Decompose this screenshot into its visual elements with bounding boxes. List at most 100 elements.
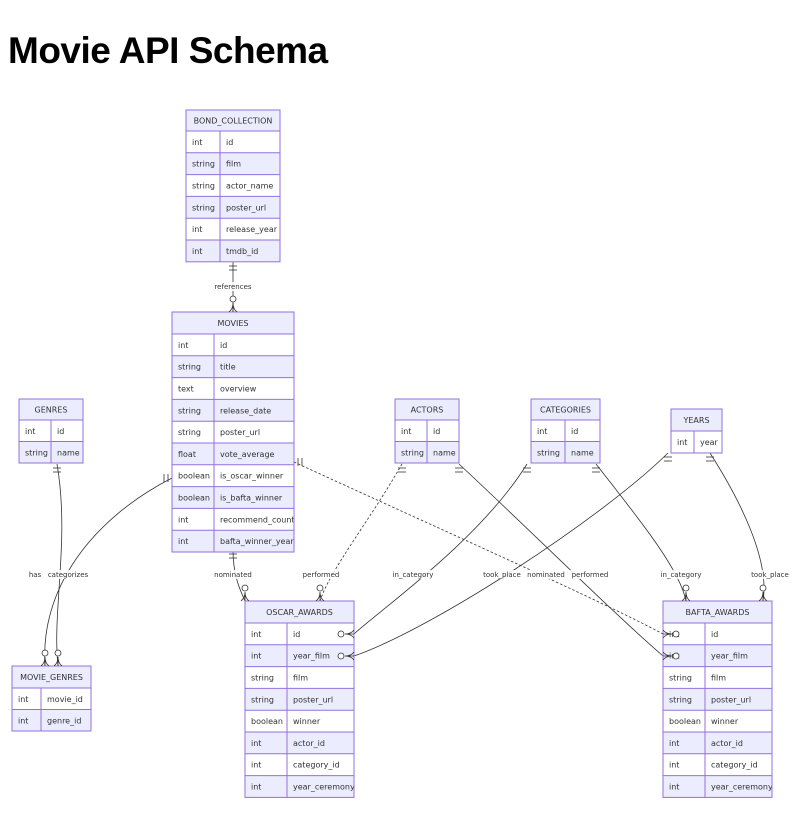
attribute-type: int bbox=[251, 630, 261, 639]
relationship-layer bbox=[44, 262, 765, 667]
attribute-type: int bbox=[251, 652, 261, 661]
attribute-row bbox=[663, 710, 772, 732]
cardinality-bond-collection-to-movies bbox=[228, 265, 238, 313]
attribute-name: film bbox=[226, 160, 241, 169]
relationship-label-text: in_category bbox=[393, 571, 434, 579]
cardinality-movies-to-bafta-awards bbox=[297, 458, 680, 639]
relationship-label-years-to-oscar-awards: took_place bbox=[479, 570, 525, 579]
attribute-name: release_date bbox=[220, 406, 271, 415]
attribute-name: id bbox=[433, 427, 440, 436]
attribute-type: string bbox=[25, 448, 48, 457]
attribute-row bbox=[663, 644, 772, 667]
relationship-label-text: in_category bbox=[661, 571, 702, 579]
attribute-row bbox=[671, 431, 722, 453]
entity-title: BAFTA_AWARDS bbox=[686, 608, 750, 617]
relationship-label-movies-to-bafta-awards: nominated bbox=[525, 570, 567, 579]
attribute-name: category_id bbox=[293, 761, 340, 770]
relationship-line-categories-to-bafta-awards bbox=[595, 463, 687, 602]
entity-border bbox=[244, 600, 355, 798]
attribute-type: string bbox=[192, 182, 215, 191]
attribute-type: string bbox=[251, 674, 274, 683]
relationship-label-text: performed bbox=[572, 571, 609, 579]
attribute-type: string bbox=[178, 406, 201, 415]
cardinality-years-to-bafta-awards bbox=[706, 456, 768, 602]
relationship-label-actors-to-bafta-awards: performed bbox=[569, 570, 611, 579]
attribute-row bbox=[245, 732, 354, 754]
attribute-type: int bbox=[401, 427, 411, 436]
attribute-type: boolean bbox=[178, 494, 210, 503]
attribute-name: id bbox=[711, 630, 718, 639]
attribute-type: string bbox=[537, 448, 560, 457]
attribute-row bbox=[172, 486, 294, 509]
attribute-type: int bbox=[669, 739, 679, 748]
attribute-type: int bbox=[192, 247, 202, 256]
entity-title: YEARS bbox=[682, 416, 709, 425]
cardinality-categories-to-bafta-awards bbox=[592, 467, 691, 602]
entity-border bbox=[394, 398, 460, 464]
attribute-name: id bbox=[57, 427, 64, 436]
attribute-name: poster_url bbox=[226, 203, 266, 212]
attribute-type: string bbox=[251, 695, 274, 704]
attribute-type: string bbox=[178, 363, 201, 372]
relationship-label-categories-to-oscar-awards: in_category bbox=[388, 570, 438, 579]
attribute-name: overview bbox=[220, 385, 257, 394]
entity-genres: int id string name GENRES bbox=[18, 398, 84, 464]
relationship-line-actors-to-bafta-awards bbox=[458, 463, 664, 657]
entity-title: BOND_COLLECTION bbox=[194, 117, 273, 126]
relationship-label-text: took_place bbox=[751, 571, 789, 579]
attribute-name: tmdb_id bbox=[226, 247, 258, 256]
attribute-row bbox=[172, 377, 294, 400]
relationship-label-actors-to-oscar-awards: performed bbox=[300, 570, 342, 579]
attribute-name: year bbox=[700, 438, 719, 447]
relationship-label-text: performed bbox=[303, 571, 340, 579]
entity-title: ACTORS bbox=[411, 406, 444, 415]
attribute-name: poster_url bbox=[220, 428, 260, 437]
cardinality-movies-to-oscar-awards bbox=[229, 553, 250, 602]
attribute-name: poster_url bbox=[293, 695, 333, 704]
attribute-row bbox=[663, 623, 772, 645]
entity-header bbox=[671, 409, 722, 431]
relationship-line-genres-to-movie-genres bbox=[56, 463, 63, 667]
attribute-row bbox=[172, 355, 294, 378]
attribute-name: title bbox=[220, 363, 236, 372]
attribute-name: actor_name bbox=[226, 182, 273, 191]
attribute-name: id bbox=[220, 341, 227, 350]
attribute-row bbox=[186, 196, 280, 219]
relationship-label-text: categorizes bbox=[48, 571, 89, 579]
attribute-name: actor_id bbox=[711, 739, 743, 748]
entity-header bbox=[531, 399, 600, 420]
attribute-row bbox=[172, 464, 294, 487]
attribute-type: text bbox=[178, 385, 194, 394]
cardinality-marker-layer bbox=[40, 265, 768, 667]
cardinality-movies-to-movie-genres bbox=[40, 474, 169, 667]
relationship-line-years-to-oscar-awards bbox=[353, 452, 669, 657]
attribute-type: int bbox=[251, 761, 261, 770]
attribute-name: is_oscar_winner bbox=[220, 472, 284, 481]
attribute-name: name bbox=[571, 448, 594, 457]
cardinality-actors-to-bafta-awards bbox=[455, 467, 680, 661]
attribute-row bbox=[663, 775, 772, 798]
attribute-name: is_bafta_winner bbox=[220, 494, 283, 503]
cardinality-genres-to-movie-genres bbox=[53, 467, 63, 667]
attribute-row bbox=[245, 753, 354, 776]
attribute-row bbox=[245, 666, 354, 689]
entity-title: GENRES bbox=[35, 406, 68, 415]
attribute-name: winner bbox=[293, 717, 321, 726]
attribute-type: int bbox=[25, 427, 35, 436]
attribute-row bbox=[172, 421, 294, 443]
relationship-label-bond-collection-to-movies: references bbox=[210, 282, 256, 291]
relationship-label-text: took_place bbox=[483, 571, 521, 579]
attribute-row bbox=[172, 443, 294, 465]
attribute-type: int bbox=[192, 138, 202, 147]
entity-title: CATEGORIES bbox=[540, 406, 591, 415]
attribute-name: name bbox=[57, 448, 80, 457]
attribute-row bbox=[663, 753, 772, 776]
relationship-label-categories-to-bafta-awards: in_category bbox=[656, 570, 706, 579]
attribute-type: int bbox=[537, 427, 547, 436]
